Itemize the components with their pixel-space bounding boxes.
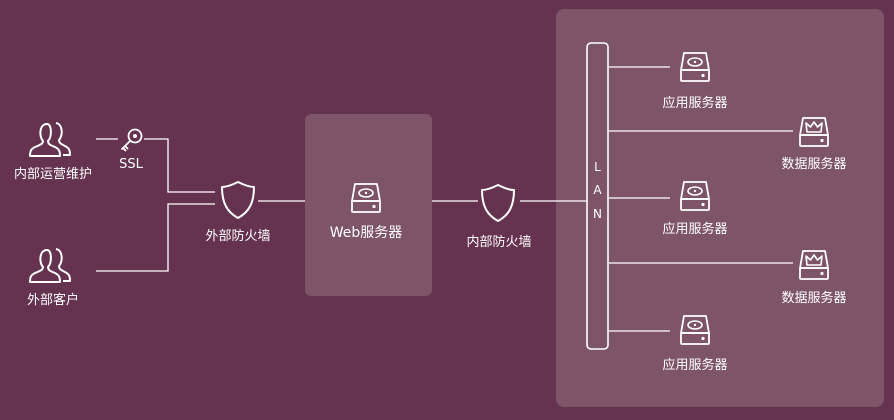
shield-icon (481, 184, 515, 222)
ssl-label: SSL (119, 157, 144, 172)
lan-bus (586, 42, 609, 350)
external-firewall-label: 外部防火墙 (205, 228, 270, 244)
db-server-1-label: 数据服务器 (781, 156, 846, 172)
db-server-2-label: 数据服务器 (781, 290, 846, 306)
app-server-2-label: 应用服务器 (662, 221, 727, 237)
lan-letter-n: N (593, 207, 602, 221)
app-server-3-label: 应用服务器 (662, 357, 727, 373)
app-server-1-label: 应用服务器 (662, 95, 727, 111)
lan-letter-l: L (594, 160, 601, 174)
key-icon (121, 128, 143, 152)
lan-letter-a: A (593, 183, 602, 197)
shield-icon (221, 181, 255, 219)
web-server-label: Web服务器 (330, 225, 403, 241)
connection-lines (96, 66, 793, 332)
lan-zone-panel (556, 9, 884, 407)
users-icon (29, 122, 71, 157)
internal-firewall-label: 内部防火墙 (466, 234, 531, 250)
external-clients-label: 外部客户 (27, 292, 79, 308)
users-icon (29, 248, 71, 283)
internal-ops-label: 内部运营维护 (14, 166, 92, 182)
web-server-panel (305, 114, 432, 296)
